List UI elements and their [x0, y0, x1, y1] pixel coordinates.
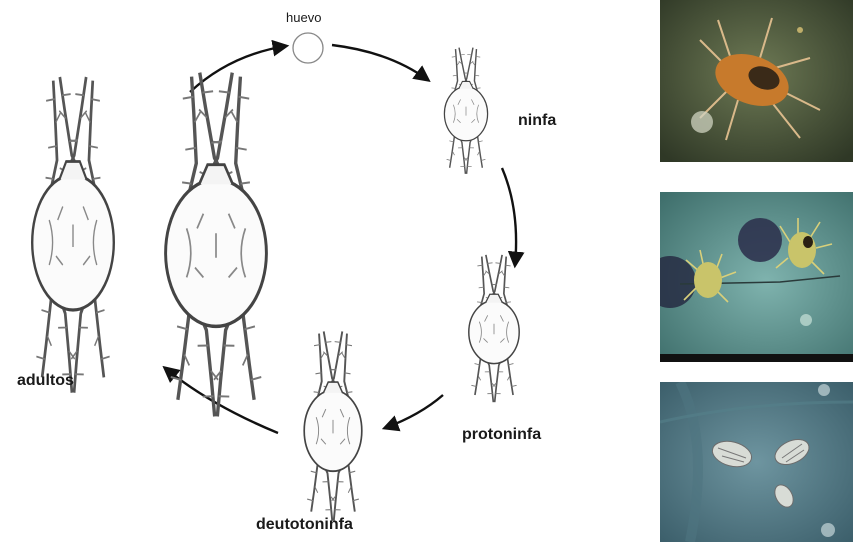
- arrow-egg-to-larva: [332, 45, 428, 80]
- deutonymph-label: deutotoninfa: [256, 516, 353, 534]
- adult-male-mite-drawing: [11, 77, 134, 393]
- egg-label: huevo: [286, 10, 321, 25]
- adult-female-mite-drawing: [140, 73, 292, 417]
- photo-adult-mite: [660, 0, 853, 162]
- photo-mite-eggs: [660, 382, 853, 542]
- arrow-protonymph-to-deutonymph: [385, 395, 443, 428]
- arrow-adult-to-egg: [190, 46, 286, 92]
- deutonymph-mite-drawing: [289, 331, 376, 520]
- protonymph-mite-drawing: [456, 255, 532, 402]
- egg-icon: [293, 33, 323, 63]
- protonymph-label: protoninfa: [462, 426, 541, 444]
- larva-label: ninfa: [518, 112, 556, 130]
- photo-nymph-mites: [660, 192, 853, 362]
- arrow-larva-to-protonymph: [502, 168, 516, 265]
- larva-mite-drawing: [433, 48, 498, 174]
- adults-label: adultos: [17, 372, 74, 390]
